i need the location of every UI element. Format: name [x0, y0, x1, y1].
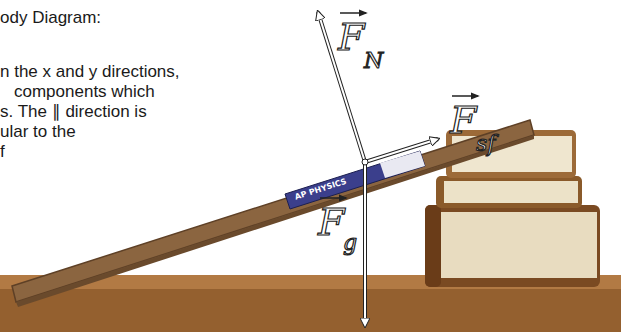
body-text-line: components which	[14, 83, 155, 100]
board-edge	[16, 135, 534, 307]
force-symbol: F	[338, 18, 364, 56]
force-symbol: F	[450, 101, 476, 139]
incline-board	[12, 120, 534, 302]
force-subscript: sf	[476, 133, 495, 155]
body-text-line: n the x and y directions,	[0, 63, 180, 80]
body-text-line: ular to the	[0, 123, 76, 140]
body-text-line: s. The ∥ direction is	[0, 103, 147, 120]
body-text-line: f	[0, 143, 5, 160]
vector-overarrows	[320, 13, 478, 198]
force-symbol: F	[318, 203, 344, 241]
body-text-line: ody Diagram:	[0, 9, 101, 26]
force-subscript: g	[343, 232, 357, 254]
textbook	[285, 151, 425, 209]
force-arrows	[318, 12, 438, 326]
force-subscript: N	[364, 50, 383, 72]
